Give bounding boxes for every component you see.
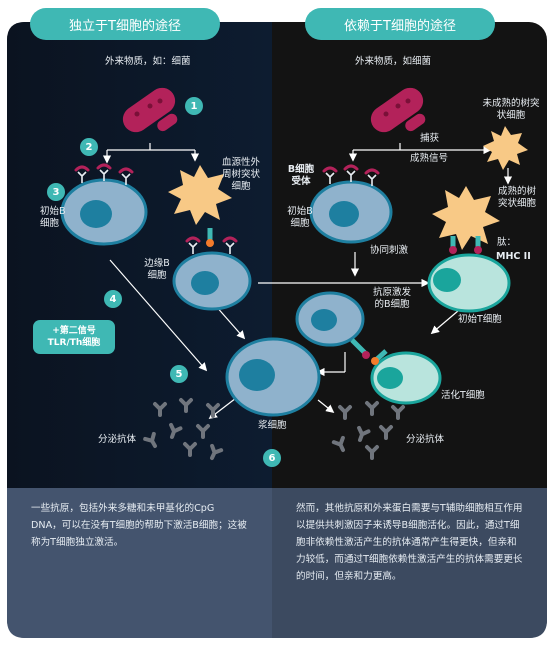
- left-text-panel: [7, 488, 272, 638]
- badge-5: 5: [170, 365, 188, 383]
- capture-label: 捕获: [420, 133, 440, 144]
- plasma-cell-label: 浆细胞: [258, 420, 287, 431]
- bacteria-left-icon: [122, 87, 178, 133]
- antigen-b-label: 抗原激发 的B细胞: [372, 287, 411, 310]
- badge-6: 6: [263, 449, 281, 467]
- plasma-cell: [225, 337, 321, 417]
- activated-t-cell: [370, 349, 442, 405]
- antigen-left-label: 外来物质，如：细菌: [105, 56, 191, 67]
- right-text-panel: [272, 488, 547, 638]
- secrete-left-label: 分泌抗体: [98, 434, 137, 445]
- badge-2: 2: [80, 138, 98, 156]
- dendritic-cell-left-icon: [168, 165, 232, 225]
- naive-t-cell: [427, 253, 511, 313]
- mhc-line2-label: MHC II: [496, 251, 531, 262]
- header-right: 依赖于T细胞的途径: [305, 8, 495, 40]
- bacteria-right-icon: [370, 87, 426, 133]
- mature-dc-label: 成熟的树 突状细胞: [498, 186, 537, 209]
- naive-b-left-label: 初始B 细胞: [40, 206, 66, 229]
- naive-b-right-label: 初始B 细胞: [287, 206, 313, 229]
- immature-dendritic-cell-icon: [483, 126, 528, 170]
- header-left: 独立于T细胞的途径: [30, 8, 220, 40]
- activated-t-label: 活化T细胞: [441, 390, 485, 401]
- antigen-right-label: 外来物质，如细菌: [355, 56, 432, 67]
- badge-1: 1: [185, 97, 203, 115]
- naive-b-cell-left: [60, 163, 148, 246]
- arrow: [317, 399, 335, 414]
- badge-3: 3: [47, 183, 65, 201]
- left-description: 一些抗原，包括外来多糖和未甲基化的CpG DNA，可以在没有T细胞的帮助下激活B…: [31, 503, 247, 548]
- signal-box-line2: TLR/Th细胞: [47, 338, 101, 348]
- signal-box: +第二信号 TLR/Th细胞: [33, 320, 115, 354]
- badge-4: 4: [104, 290, 122, 308]
- marginal-b-label: 边缘B 细胞: [144, 258, 170, 281]
- maturation-label: 成熟信号: [410, 153, 449, 164]
- dendritic-left-label: 血源性外 周树突状 细胞: [221, 157, 260, 192]
- signal-box-line1: +第二信号: [52, 326, 96, 336]
- antigen-activated-b-cell: [295, 291, 370, 359]
- mhc-line1-label: 肽：: [497, 237, 517, 248]
- immature-dc-label: 未成熟的树突 状细胞: [482, 98, 540, 121]
- mature-dendritic-cell-icon: [432, 186, 500, 254]
- costim-label: 协同刺激: [370, 245, 409, 256]
- naive-t-label: 初始T细胞: [458, 314, 502, 325]
- naive-b-cell-right: [309, 164, 393, 244]
- marginal-b-cell: [172, 228, 252, 311]
- secrete-right-label: 分泌抗体: [406, 434, 445, 445]
- left-background: [7, 22, 272, 488]
- arrow: [214, 304, 246, 340]
- arrow: [109, 259, 208, 372]
- right-description: 然而，其他抗原和外来蛋白需要与T辅助细胞相互作用以提供共刺激因子来诱导B细胞活化…: [296, 503, 523, 582]
- bcr-label: B细胞 受体: [287, 164, 315, 187]
